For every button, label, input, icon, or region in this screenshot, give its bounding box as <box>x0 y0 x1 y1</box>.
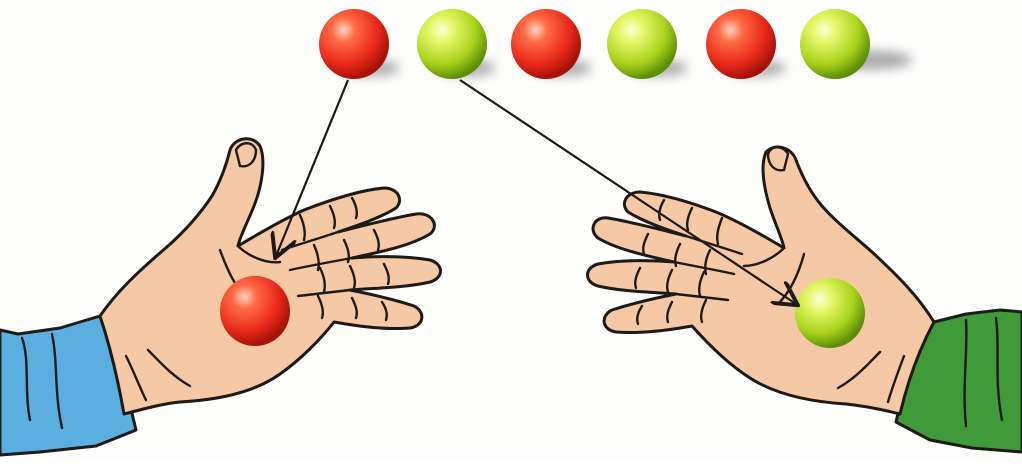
row-ball-6-green <box>800 9 870 79</box>
left-hand-ball-red <box>220 276 290 346</box>
row-ball-5-red <box>706 9 776 79</box>
row-ball-3-red <box>511 9 581 79</box>
right-hand-ball-green <box>795 278 865 348</box>
row-ball-4-green <box>607 9 677 79</box>
row-ball-2-green <box>417 9 487 79</box>
left-hand <box>0 139 441 455</box>
row-ball-1-red <box>319 9 389 79</box>
right-hand <box>588 147 1022 452</box>
ball-row <box>319 9 912 79</box>
